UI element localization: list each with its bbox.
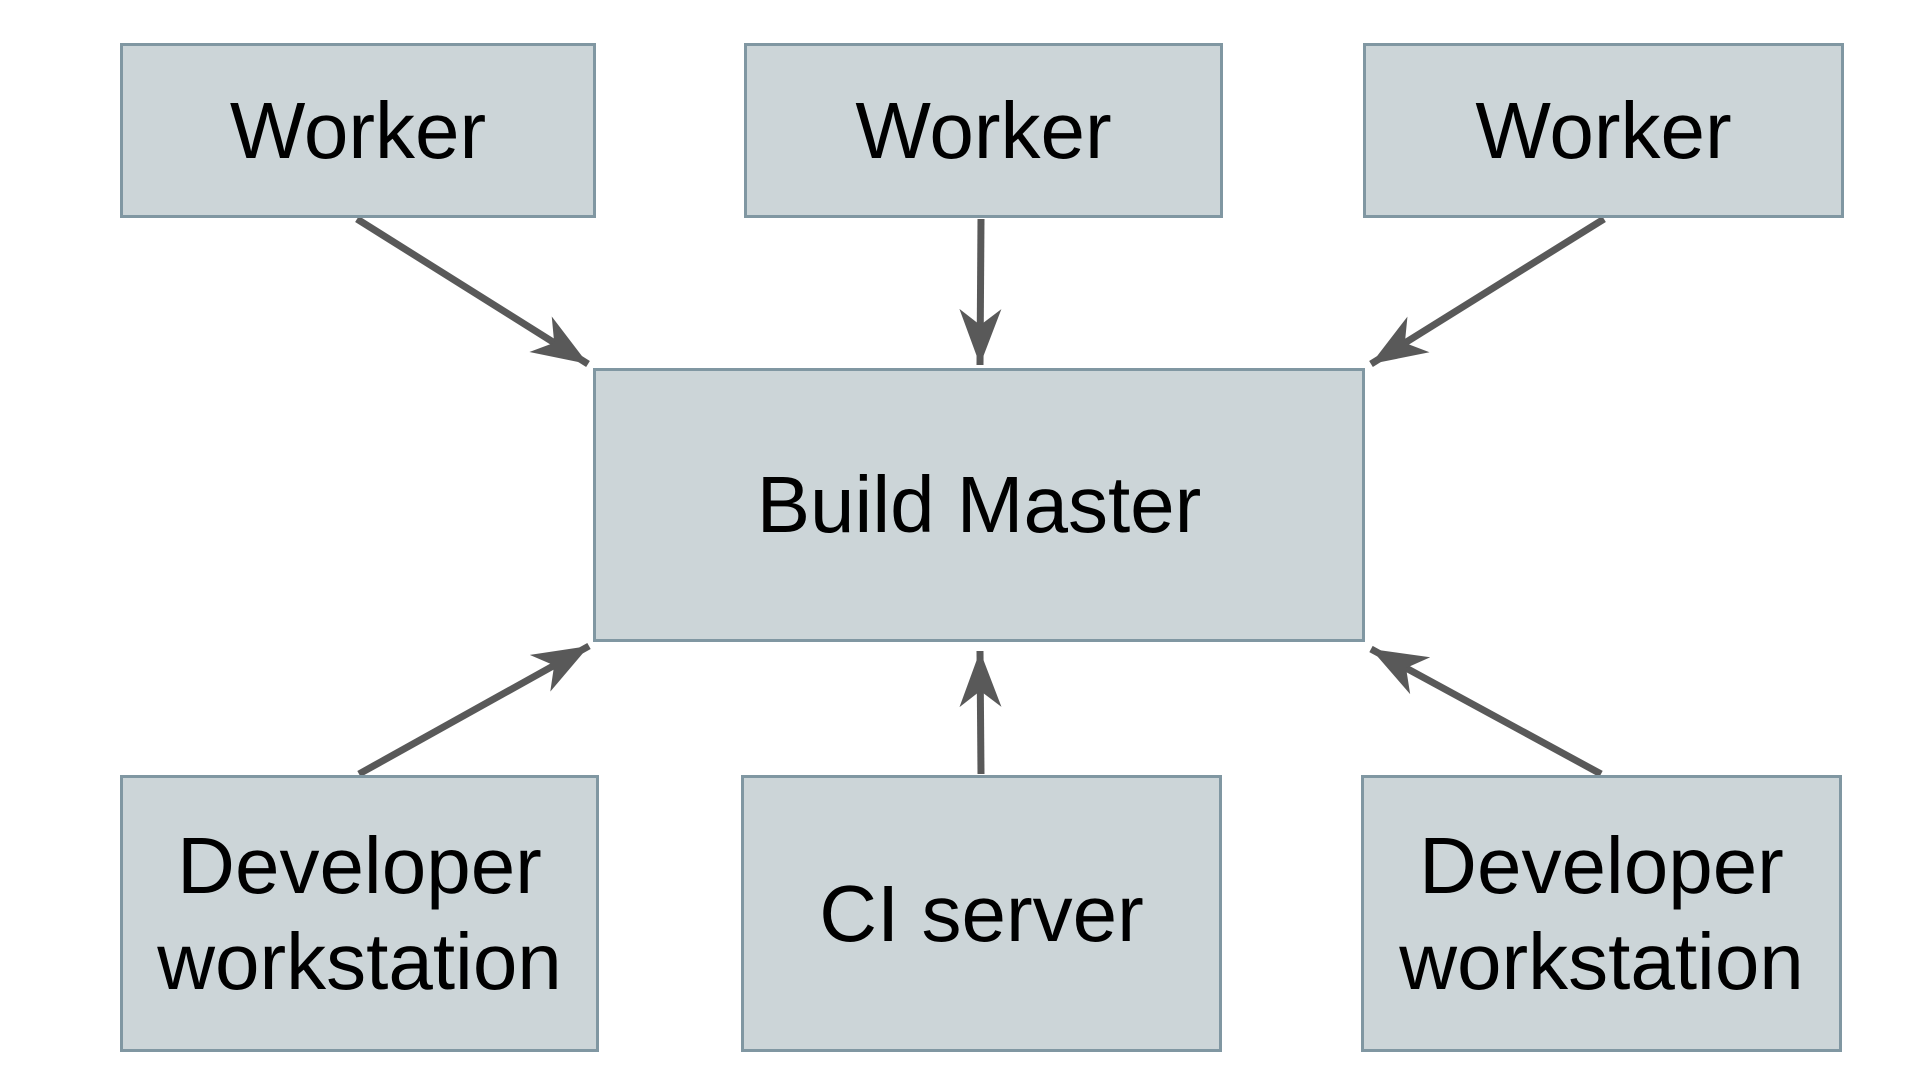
- worker-box-2-label: Worker: [855, 85, 1112, 175]
- worker-box-3-label: Worker: [1475, 85, 1732, 175]
- worker-box-2: Worker: [744, 43, 1223, 218]
- build-master-label: Build Master: [756, 460, 1202, 549]
- developer-workstation-box-2: Developer workstation: [1361, 775, 1842, 1052]
- worker-box-1-label: Worker: [229, 85, 487, 175]
- ci-server-label: CI server: [819, 868, 1144, 958]
- arrow-worker2-to-buildmaster: [959, 218, 1002, 366]
- arrow-devws1-to-buildmaster: [357, 642, 591, 778]
- arrow-worker3-to-buildmaster: [1369, 216, 1606, 367]
- arrow-devws2-to-buildmaster: [1369, 645, 1603, 778]
- build-master-box: Build Master: [593, 368, 1365, 642]
- worker-box-3: Worker: [1363, 43, 1844, 218]
- arrow-worker1-to-buildmaster: [355, 216, 590, 367]
- developer-workstation-2-label: Developer workstation: [1399, 820, 1804, 1006]
- worker-box-1: Worker: [120, 43, 596, 218]
- developer-workstation-box-1: Developer workstation: [120, 775, 599, 1052]
- arrow-ciserver-to-buildmaster: [959, 650, 1002, 775]
- ci-server-box: CI server: [741, 775, 1222, 1052]
- developer-workstation-1-label: Developer workstation: [157, 820, 562, 1006]
